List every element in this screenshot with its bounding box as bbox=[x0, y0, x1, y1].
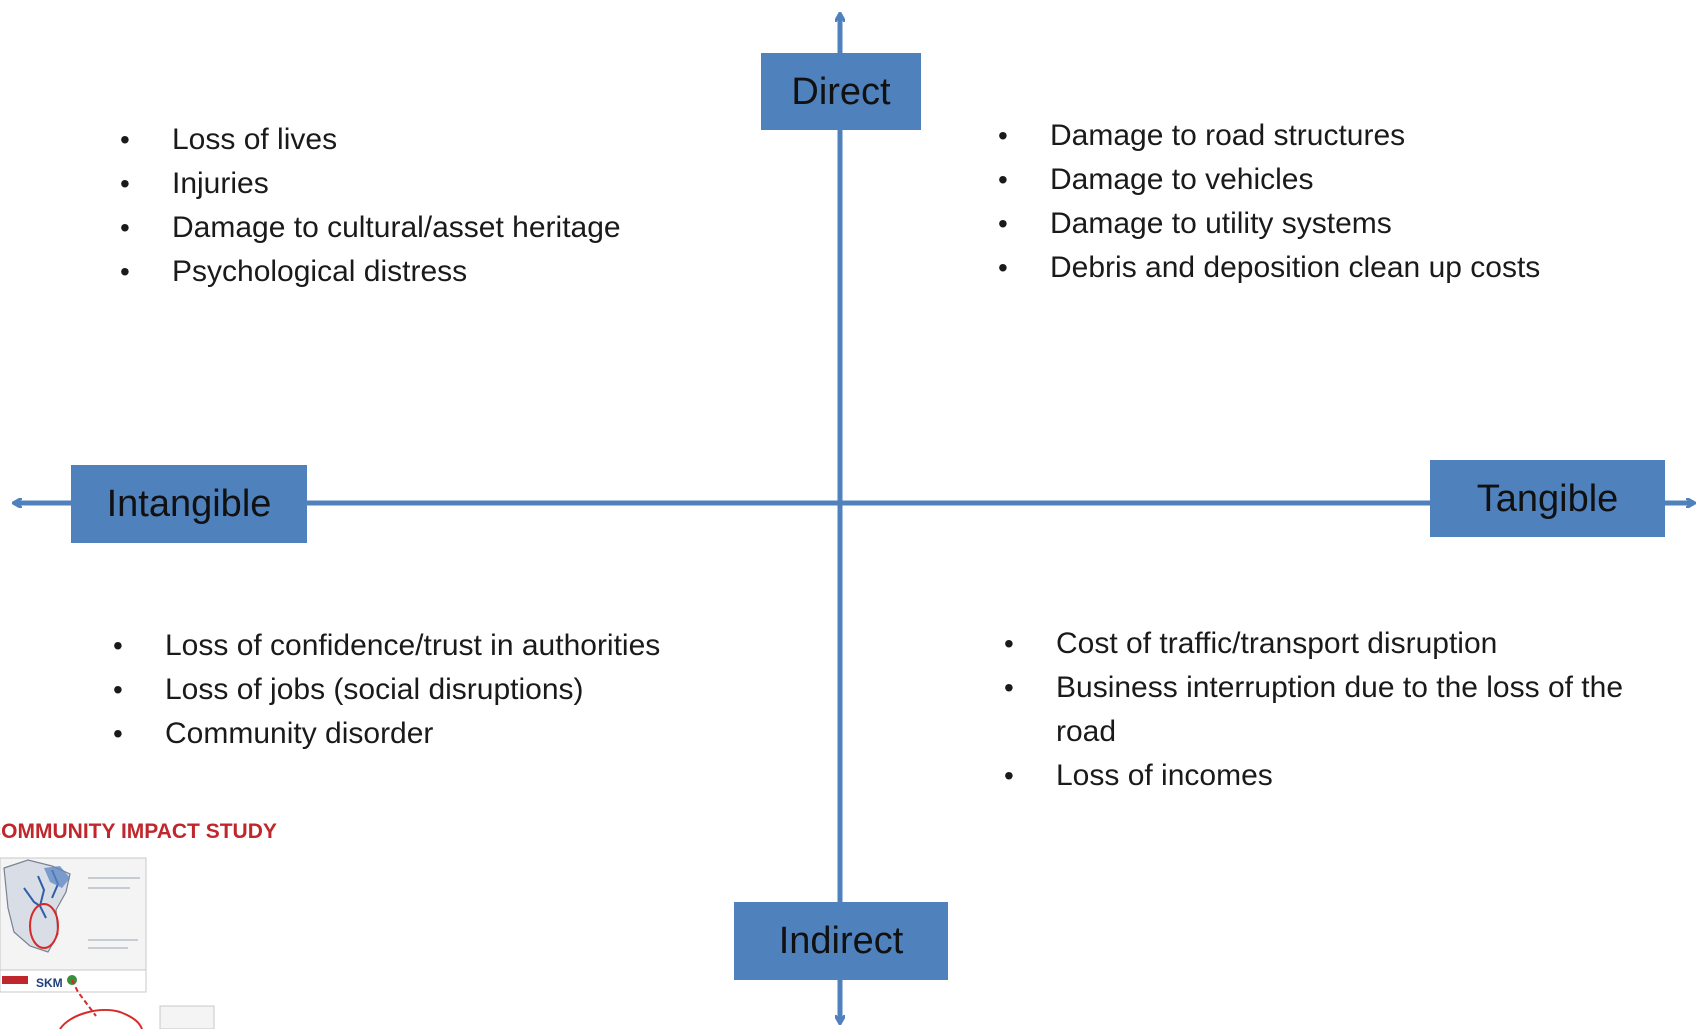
quadrant-direct-intangible: •Loss of lives •Injuries •Damage to cult… bbox=[116, 118, 736, 294]
list-item: •Cost of traffic/transport disruption bbox=[1000, 622, 1640, 666]
axis-label-indirect: Indirect bbox=[734, 902, 948, 980]
list-item: •Damage to utility systems bbox=[994, 202, 1644, 246]
quadrant-indirect-intangible: •Loss of confidence/trust in authorities… bbox=[109, 624, 689, 756]
bullet-icon: • bbox=[1004, 760, 1014, 791]
flood-area bbox=[44, 866, 70, 888]
axis-label-tangible: Tangible bbox=[1430, 460, 1665, 537]
bullet-icon: • bbox=[113, 718, 123, 749]
list-item: •Psychological distress bbox=[116, 250, 736, 294]
list-item: •Loss of incomes bbox=[1000, 754, 1640, 798]
bullet-icon: • bbox=[1004, 628, 1014, 659]
bullet-icon: • bbox=[120, 124, 130, 155]
list-item: •Loss of jobs (social disruptions) bbox=[109, 668, 689, 712]
axis-label-intangible: Intangible bbox=[71, 465, 307, 543]
bullet-icon: • bbox=[998, 120, 1008, 151]
list-item: •Damage to vehicles bbox=[994, 158, 1644, 202]
bullet-icon: • bbox=[120, 212, 130, 243]
thumbnail-title: COMMUNITY IMPACT STUDY bbox=[0, 820, 277, 843]
logo: SKM bbox=[36, 976, 63, 990]
list-item: •Debris and deposition clean up costs bbox=[994, 246, 1644, 290]
connector-line bbox=[71, 979, 97, 1017]
list-item: •Loss of confidence/trust in authorities bbox=[109, 624, 689, 668]
highlight-circle bbox=[29, 903, 59, 949]
bullet-icon: • bbox=[998, 252, 1008, 283]
axis-label-direct: Direct bbox=[761, 53, 921, 130]
quadrant-direct-tangible: •Damage to road structures •Damage to ve… bbox=[994, 114, 1644, 290]
list-item: •Injuries bbox=[116, 162, 736, 206]
list-item: •Business interruption due to the loss o… bbox=[1000, 666, 1640, 754]
bullet-icon: • bbox=[113, 630, 123, 661]
quadrant-indirect-tangible: •Cost of traffic/transport disruption •B… bbox=[1000, 622, 1640, 798]
bullet-icon: • bbox=[113, 674, 123, 705]
study-map-thumbnail: SKM bbox=[0, 857, 215, 1029]
list-item: •Loss of lives bbox=[116, 118, 736, 162]
bullet-icon: • bbox=[120, 256, 130, 287]
bullet-icon: • bbox=[120, 168, 130, 199]
list-item: •Community disorder bbox=[109, 712, 689, 756]
second-map-sheet bbox=[159, 1005, 215, 1029]
bullet-icon: • bbox=[998, 164, 1008, 195]
bullet-icon: • bbox=[998, 208, 1008, 239]
list-item: •Damage to road structures bbox=[994, 114, 1644, 158]
bullet-icon: • bbox=[1004, 672, 1014, 703]
list-item: •Damage to cultural/asset heritage bbox=[116, 206, 736, 250]
